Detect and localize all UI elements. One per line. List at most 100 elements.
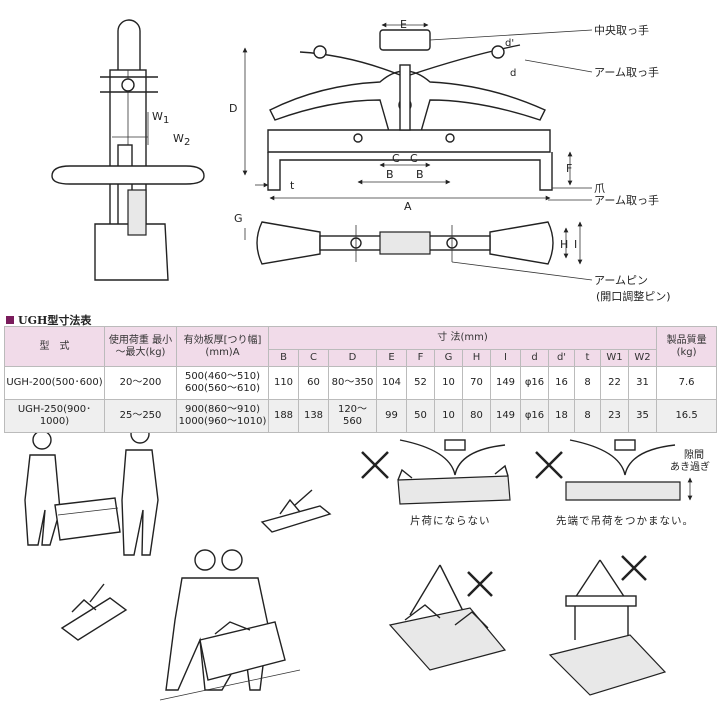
cell-dim: 120～560 — [328, 399, 377, 433]
label-w2-sub: 2 — [184, 137, 190, 148]
label-d-dim: D — [229, 102, 237, 115]
th-dimensions: 寸 法(mm) — [267, 326, 658, 350]
label-b-right: B — [416, 168, 424, 181]
label-c-left: C — [392, 152, 400, 165]
cell-load: 25～250 — [104, 399, 177, 433]
th-dim-i: I — [490, 349, 521, 367]
label-e: E — [400, 18, 407, 31]
clamp-on-plate-sketch-2 — [60, 583, 128, 641]
cell-dim: 8 — [574, 366, 601, 400]
th-dim-d-small: d — [520, 349, 549, 367]
table-row: UGH-200(500･600) 20～200 500(460～510)600(… — [4, 366, 718, 400]
front-view-drawing — [242, 22, 593, 201]
label-w1-sub: 1 — [163, 115, 169, 126]
cell-dim: 10 — [434, 366, 463, 400]
th-dim-c: C — [298, 349, 329, 367]
cross-mark-icon — [361, 451, 389, 479]
worker-illustration-left — [24, 424, 159, 556]
label-gap: 隙間 — [684, 448, 704, 461]
cell-thickness-2: 1000(960～1010) — [178, 416, 267, 427]
label-arm-pin: アームピン — [594, 274, 648, 287]
cell-dim: φ16 — [520, 399, 549, 433]
cell-model: UGH-250(900･1000) — [4, 399, 105, 433]
cell-dim: 149 — [490, 366, 521, 400]
label-t: t — [290, 179, 295, 192]
cell-dim: 16 — [548, 366, 575, 400]
th-weight: 製品質量 (kg) — [656, 326, 718, 367]
side-view-drawing — [51, 19, 205, 281]
caption-tip-grip: 先端で吊荷をつかまない。 — [556, 514, 694, 527]
label-claw: 爪 — [594, 182, 605, 195]
cell-dim: 50 — [406, 399, 435, 433]
label-i: I — [574, 238, 577, 251]
warning-diagram-sling-2 — [548, 555, 667, 696]
table-row: UGH-250(900･1000) 25～250 900(860～910)100… — [4, 399, 718, 433]
label-w2: W — [173, 132, 184, 145]
cell-dim: 149 — [490, 399, 521, 433]
cell-dim: 70 — [462, 366, 491, 400]
cell-dim: 8 — [574, 399, 601, 433]
spec-table: 型 式 使用荷重 最小～最大(kg) 有効板厚[つり幅] (mm)A 寸 法(m… — [4, 326, 718, 433]
caption-unbalanced: 片荷にならない — [410, 514, 491, 527]
cell-model: UGH-200(500･600) — [4, 366, 105, 400]
warning-diagram-gap — [535, 439, 693, 501]
label-h: H — [560, 238, 568, 251]
cell-dim: 110 — [268, 366, 299, 400]
th-dim-e: E — [376, 349, 407, 367]
th-dim-w1: W1 — [600, 349, 629, 367]
th-thickness: 有効板厚[つり幅] (mm)A — [176, 326, 269, 367]
cell-dim: 99 — [376, 399, 407, 433]
th-dim-d-prime: d' — [548, 349, 575, 367]
cell-dim: 52 — [406, 366, 435, 400]
cell-thickness-1: 500(460～510) — [184, 371, 261, 382]
label-c-right: C — [410, 152, 418, 165]
label-d-small: d — [510, 68, 516, 79]
cell-dim: 22 — [600, 366, 629, 400]
section-marker-icon — [6, 316, 14, 324]
label-d-prime: d' — [505, 38, 514, 49]
cell-dim: 80 — [462, 399, 491, 433]
section-title-text: UGH型寸法表 — [18, 314, 92, 327]
cell-thickness-1: 900(860～910) — [184, 404, 261, 415]
cell-dim: 188 — [268, 399, 299, 433]
warning-diagram-sling-1 — [388, 564, 507, 671]
cell-dim: 10 — [434, 399, 463, 433]
label-g: G — [234, 212, 243, 225]
label-a: A — [404, 200, 412, 213]
th-load: 使用荷重 最小～最大(kg) — [104, 326, 177, 367]
th-dim-g: G — [434, 349, 463, 367]
th-dim-w2: W2 — [627, 349, 658, 367]
th-dim-f: F — [406, 349, 435, 367]
cell-dim: 31 — [627, 366, 658, 400]
label-b-left: B — [386, 168, 394, 181]
th-dim-h: H — [462, 349, 491, 367]
cross-mark-icon — [467, 571, 493, 597]
cell-dim: 23 — [600, 399, 629, 433]
cross-mark-icon — [621, 555, 647, 581]
cell-dim: 60 — [298, 366, 329, 400]
label-too-open: あき過ぎ — [670, 460, 710, 473]
th-dim-d: D — [328, 349, 377, 367]
th-dim-b: B — [268, 349, 299, 367]
label-arm-handle-bottom: アーム取っ手 — [594, 193, 659, 207]
cross-mark-icon — [535, 451, 563, 479]
warning-diagram-unbalanced — [361, 439, 511, 505]
th-dim-t: t — [574, 349, 601, 367]
cell-thickness-2: 600(560～610) — [184, 383, 261, 394]
label-w1: W — [152, 110, 163, 123]
label-arm-pin-sub: (開口調整ピン) — [596, 289, 671, 303]
cell-thickness: 500(460～510)600(560～610) — [176, 366, 269, 400]
worker-illustration-pair — [159, 549, 301, 701]
cell-dim: 104 — [376, 366, 407, 400]
cell-dim: 18 — [548, 399, 575, 433]
cell-dim: 138 — [298, 399, 329, 433]
cell-thickness: 900(860～910)1000(960～1010) — [176, 399, 269, 433]
cell-dim: 80～350 — [328, 366, 377, 400]
cell-load: 20～200 — [104, 366, 177, 400]
clamp-on-plate-sketch-1 — [260, 489, 332, 533]
cell-dim: φ16 — [520, 366, 549, 400]
label-arm-handle-top: アーム取っ手 — [594, 65, 659, 79]
th-model: 型 式 — [4, 326, 105, 367]
cell-weight: 7.6 — [656, 366, 718, 400]
